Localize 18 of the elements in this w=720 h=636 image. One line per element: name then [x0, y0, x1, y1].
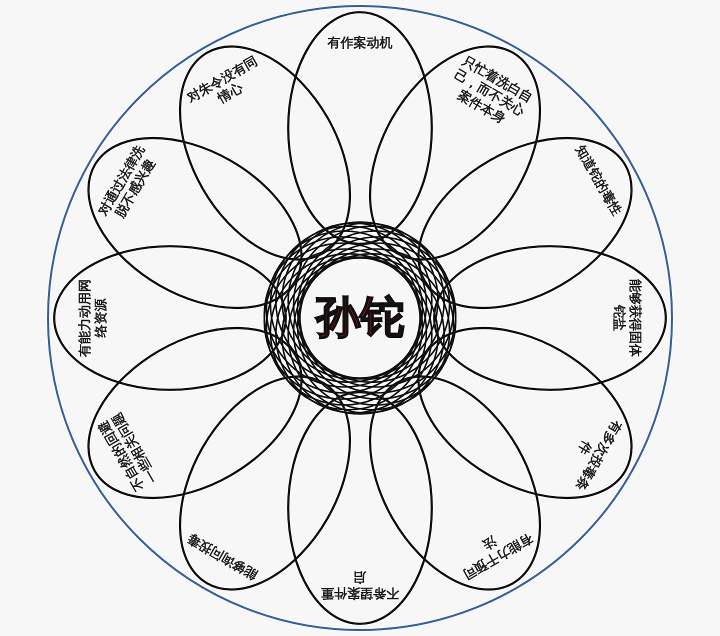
petal-label: 不希望案件重启	[320, 568, 400, 600]
outer-circle	[46, 4, 674, 632]
petal-label: 有能力动用网络资源	[78, 278, 110, 360]
center-title: 孙铊	[314, 292, 405, 344]
petal-ellipse	[52, 244, 288, 392]
petal-label: 对朱令没有同情心	[184, 53, 262, 110]
petal-label: 有作案动机	[326, 36, 394, 52]
petal-ellipse	[286, 10, 434, 246]
petal-label: 能够询问投毒	[184, 528, 262, 584]
petal-label: 对通过法律洗脱不感兴趣	[95, 142, 160, 223]
petal-ellipse	[432, 244, 668, 392]
petal-label: 有多次投毒条件	[570, 416, 625, 495]
petal-label: 能够获得固体铊盐	[610, 278, 642, 359]
petal-label: 有能力干预司法	[458, 528, 536, 584]
petal-label: 只忙着洗白自己，而不关心案件本身	[450, 53, 536, 130]
petal-label: 不自然的回避一些相关问题	[95, 408, 164, 495]
petal-ellipse	[286, 390, 434, 626]
petal-label: 知道铊的毒性	[570, 142, 625, 220]
